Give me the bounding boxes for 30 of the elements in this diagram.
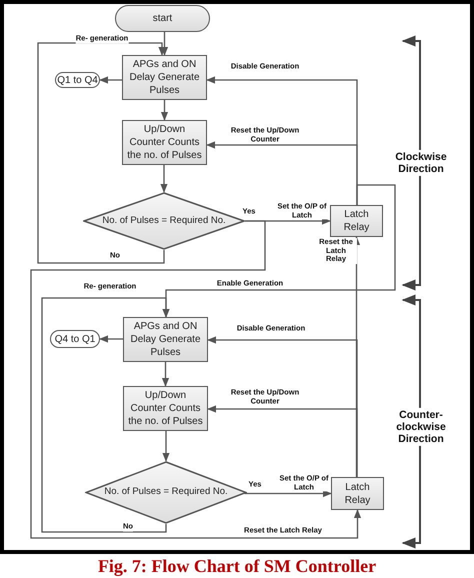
process-box [122,55,207,100]
caption: Fig. 7: Flow Chart of SM Controller [96,556,378,577]
process-box [330,205,383,237]
arrow [160,32,168,56]
node-text: Up/Down Counter Counts the no. of Pulses [127,389,204,428]
arrow [41,297,170,533]
arrow [30,220,362,539]
node-text: Latch Relay [342,208,370,234]
node-text: Q1 to Q4 [56,74,99,86]
arrow [244,490,332,498]
arrow [99,335,123,343]
arrow [162,362,170,387]
node-text: Q4 to Q1 [54,332,96,346]
node-text: Up/Down Counter Counts the no. of Pulses [126,123,203,162]
start-terminal [115,5,210,32]
arrow [37,42,166,264]
node-text: No. of Pulses = Required No. [101,214,227,228]
arrow [99,76,122,84]
node-text: Latch Relay [344,480,372,506]
node-text: start [152,12,174,25]
node-text: APGs and ON Delay Generate Pulses [128,58,201,97]
node-text: No. of Pulses = Required No. [103,486,229,499]
output-terminal [50,330,100,348]
node-text: APGs and ON Delay Generate Pulses [129,320,202,359]
arrow [160,100,168,121]
arrow [160,165,168,193]
process-box [123,317,208,362]
process-box [331,477,384,510]
arrow [162,431,170,462]
arrow [207,405,358,477]
